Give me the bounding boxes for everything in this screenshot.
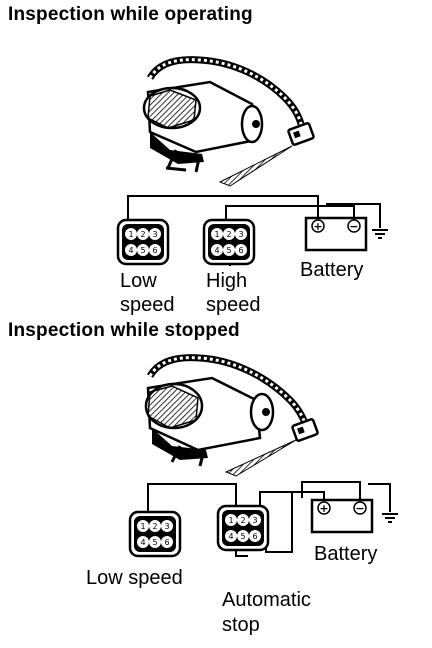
pin-3: 3 — [252, 516, 257, 525]
connector-low-speed-operating: 1 2 3 4 5 6 — [116, 218, 170, 266]
pin-6: 6 — [238, 246, 243, 255]
pin-5: 5 — [226, 246, 231, 255]
pin-2: 2 — [140, 230, 145, 239]
pin-1: 1 — [214, 230, 219, 239]
label-automatic-stop-line1: Automatic — [222, 589, 311, 611]
pin-3: 3 — [152, 230, 157, 239]
pin-1: 1 — [140, 522, 145, 531]
connector-automatic-stop-stopped: 1 2 3 4 5 6 — [216, 504, 270, 552]
connector-low-speed-stopped: 1 2 3 4 5 6 — [128, 510, 182, 558]
pin-2: 2 — [152, 522, 157, 531]
label-high-speed-line2: speed — [206, 294, 261, 316]
pin-4: 4 — [128, 246, 133, 255]
pin-6: 6 — [152, 246, 157, 255]
pin-5: 5 — [140, 246, 145, 255]
wiper-motor-stopped — [144, 354, 319, 477]
label-low-speed-line1: Low — [120, 270, 157, 292]
connector-high-speed-operating: 1 2 3 4 5 6 — [202, 218, 256, 266]
battery-negative-terminal: − — [355, 502, 364, 515]
pin-2: 2 — [226, 230, 231, 239]
wiring-stopped — [147, 481, 391, 557]
heading-operating: Inspection while operating — [8, 4, 253, 25]
ground-symbol-operating — [372, 229, 388, 239]
battery-positive-terminal: + — [313, 220, 322, 233]
battery-operating: + − — [304, 216, 368, 252]
battery-positive-terminal: + — [319, 502, 328, 515]
pin-1: 1 — [128, 230, 133, 239]
wiper-motor-operating — [142, 56, 315, 187]
label-high-speed-line1: High — [206, 270, 248, 292]
pin-4: 4 — [228, 532, 233, 541]
pin-1: 1 — [228, 516, 233, 525]
label-low-speed-line2: speed — [120, 294, 175, 316]
battery-negative-terminal: − — [349, 220, 358, 233]
pin-5: 5 — [240, 532, 245, 541]
pin-6: 6 — [252, 532, 257, 541]
label-battery-stopped: Battery — [314, 543, 378, 565]
label-low-speed: Low speed — [86, 567, 183, 589]
pin-4: 4 — [140, 538, 145, 547]
pin-5: 5 — [152, 538, 157, 547]
pin-3: 3 — [238, 230, 243, 239]
pin-6: 6 — [164, 538, 169, 547]
battery-stopped: + − — [310, 498, 374, 534]
ground-symbol-stopped — [382, 513, 398, 523]
label-automatic-stop-line2: stop — [222, 614, 260, 636]
pin-2: 2 — [240, 516, 245, 525]
label-battery-operating: Battery — [300, 259, 364, 281]
pin-4: 4 — [214, 246, 219, 255]
pin-3: 3 — [164, 522, 169, 531]
heading-stopped: Inspection while stopped — [8, 320, 240, 341]
